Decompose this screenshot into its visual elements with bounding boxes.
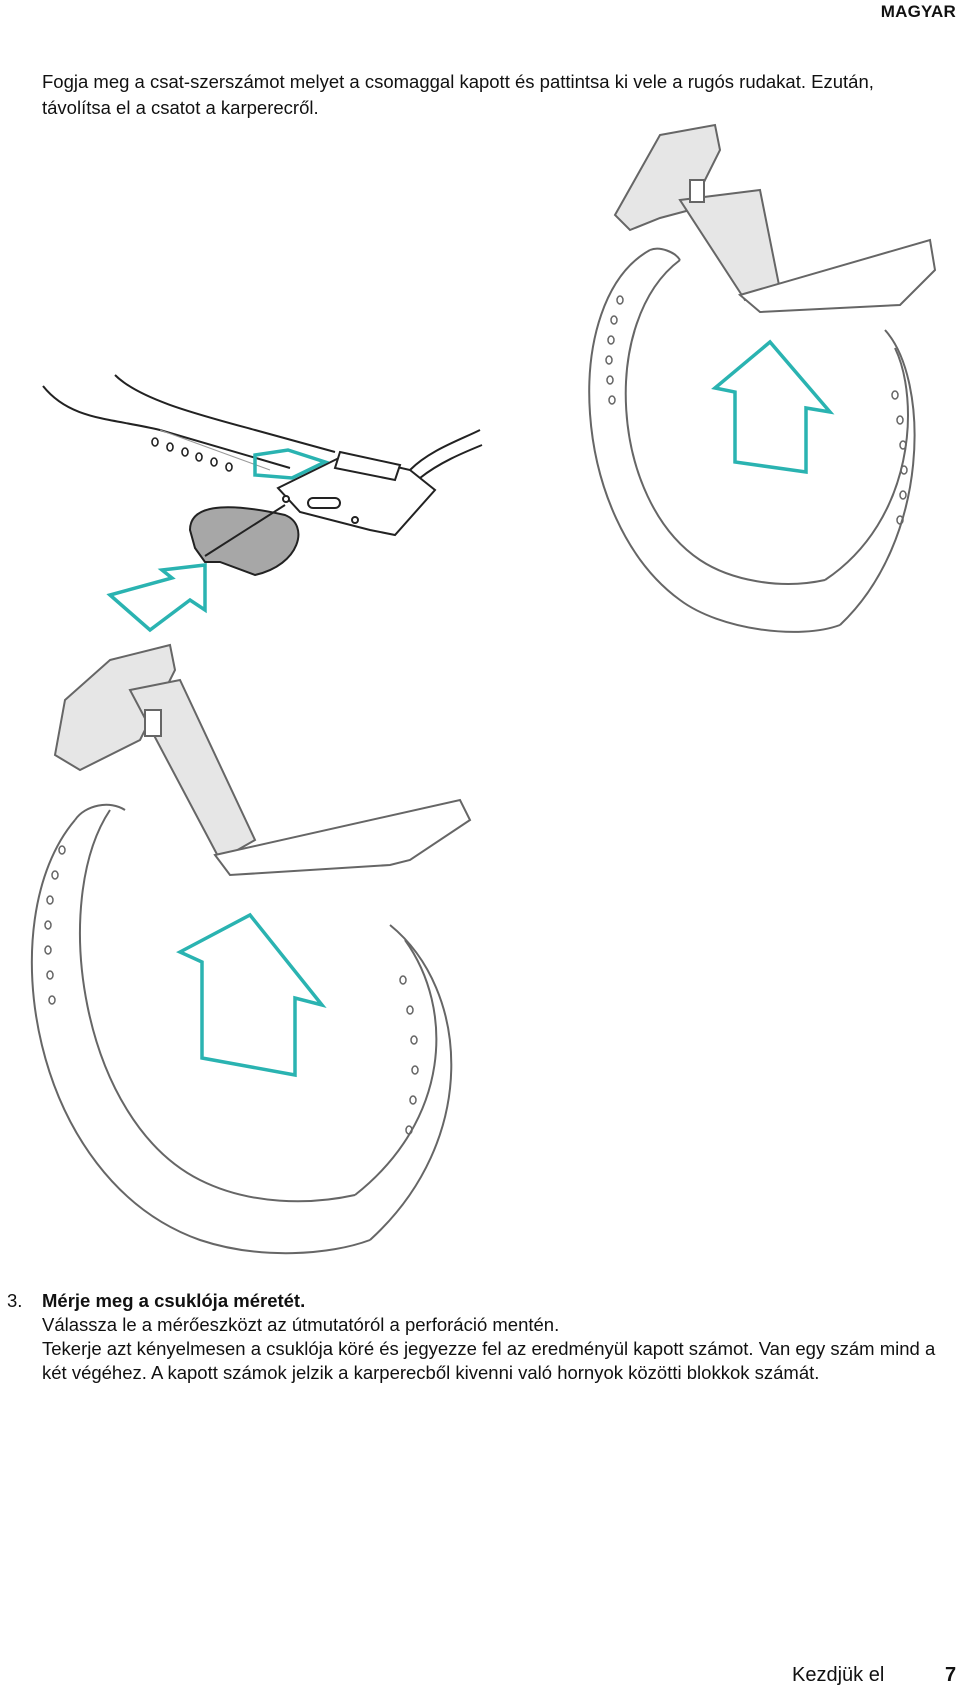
footer-section: Kezdjük el: [792, 1664, 885, 1686]
step-number: 3.: [7, 1290, 23, 1311]
arrow-icon: [711, 339, 835, 475]
step-3: 3. Mérje meg a csuklója méretét. Válassz…: [7, 1289, 952, 1385]
strap-icon: [30, 803, 453, 1255]
strap-hole-row: [605, 295, 908, 525]
strap-icon: [42, 374, 336, 471]
arrow-icon: [176, 912, 327, 1078]
arrow-icon: [106, 448, 330, 633]
page-number: 7: [945, 1664, 957, 1686]
buckle-icon: [276, 429, 483, 537]
buckle-icon: [53, 643, 472, 877]
step-instruction-1: Válassza le a mérőeszközt az útmutatóról…: [42, 1314, 560, 1335]
strap-hole-row: [151, 437, 233, 472]
language-label: MAGYAR: [880, 2, 956, 21]
clasp-tool-icon: [188, 504, 300, 577]
strap-icon: [588, 247, 916, 633]
strap-hole-row: [44, 845, 419, 1135]
intro-paragraph: Fogja meg a csat-szerszámot melyet a cso…: [42, 71, 874, 118]
buckle-icon: [613, 123, 937, 314]
step-title: Mérje meg a csuklója méretét.: [42, 1290, 306, 1311]
step-instruction-2: Tekerje azt kényelmesen a csuklója köré …: [42, 1338, 936, 1383]
